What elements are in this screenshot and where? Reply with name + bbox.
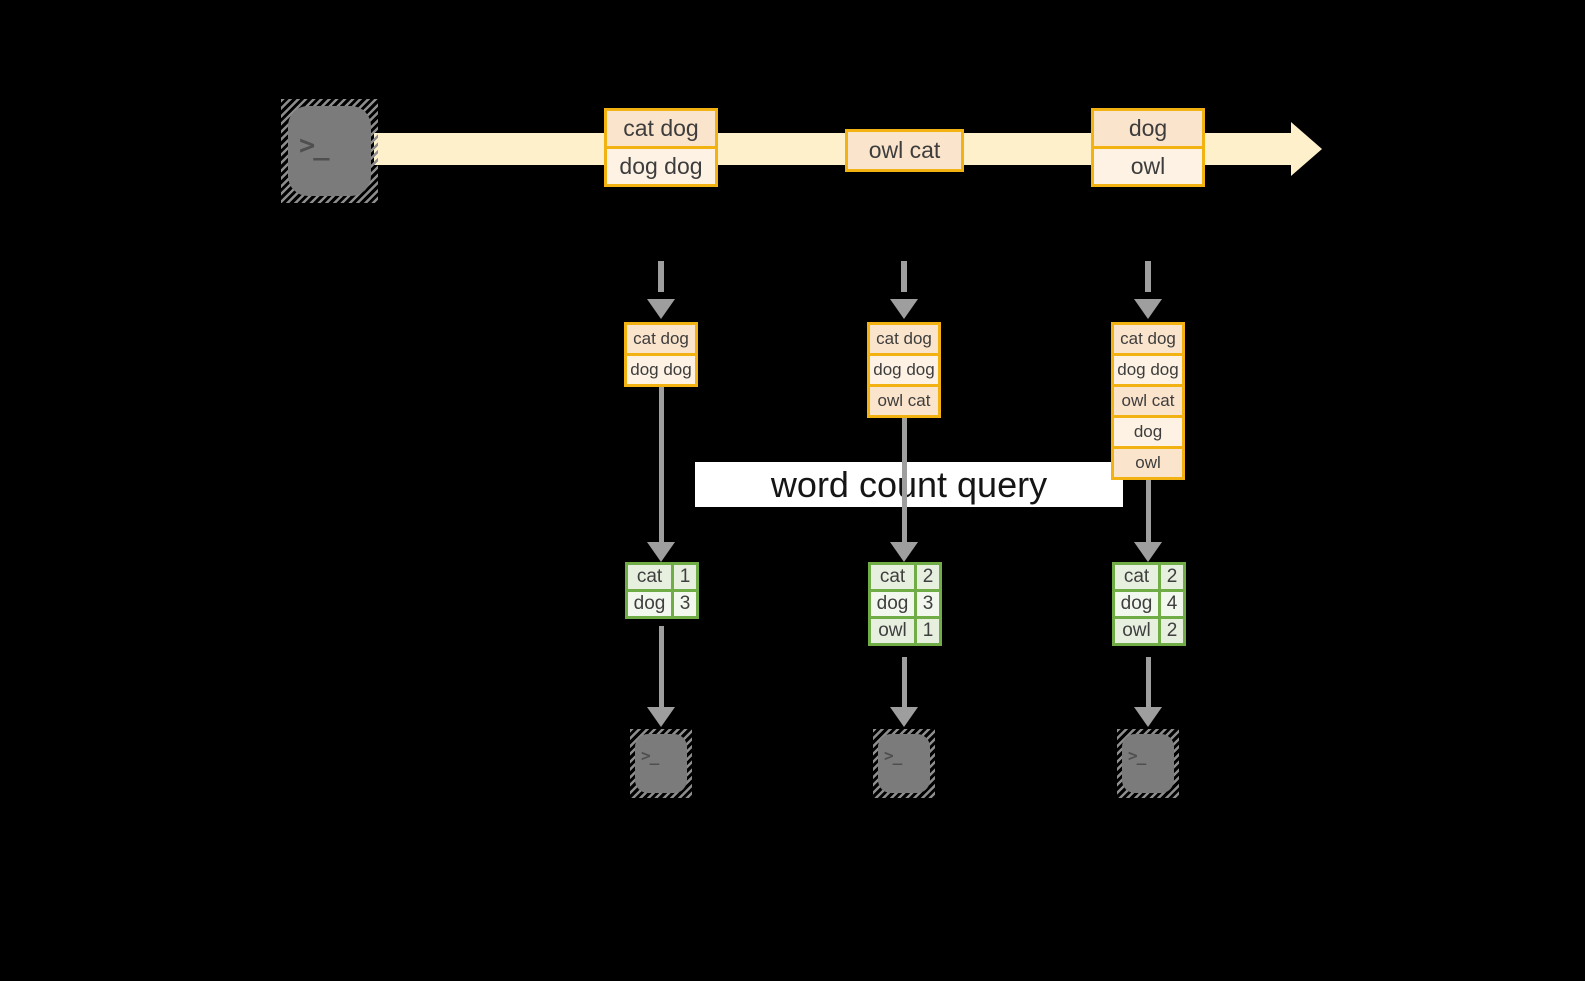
- terminal-prompt-glyph: >_: [299, 130, 329, 161]
- terminal-prompt-glyph: >_: [1128, 746, 1146, 765]
- word-cell: cat: [1112, 562, 1161, 592]
- table-row: dog 4: [1112, 589, 1186, 619]
- count-cell: 4: [1158, 589, 1186, 619]
- table-row: cat 2: [1112, 562, 1186, 592]
- terminal-prompt-glyph: >_: [884, 746, 902, 765]
- buffered-record: cat dog: [867, 322, 941, 356]
- stream-record: dog dog: [604, 146, 718, 187]
- buffered-record: cat dog: [624, 322, 698, 356]
- stream-arrow-head: [1291, 122, 1322, 176]
- buffered-record: owl: [1111, 446, 1185, 480]
- word-cell: dog: [868, 589, 917, 619]
- stream-record-group-3: dog owl: [1091, 108, 1205, 187]
- arrowhead-icon: [890, 299, 918, 319]
- stream-record: dog: [1091, 108, 1205, 149]
- stream-record: owl cat: [845, 129, 964, 172]
- buffered-record: dog dog: [624, 353, 698, 387]
- window-buffer-2: cat dog dog dog owl cat: [867, 322, 941, 418]
- count-cell: 1: [914, 616, 942, 646]
- arrowhead-icon: [1134, 299, 1162, 319]
- connector-line-3: [1146, 479, 1151, 544]
- buffered-record: cat dog: [1111, 322, 1185, 356]
- table-row: cat 1: [625, 562, 699, 592]
- terminal-prompt-glyph: >_: [641, 746, 659, 765]
- count-cell: 3: [914, 589, 942, 619]
- sink-terminal-icon-1: >_: [630, 729, 692, 798]
- connector-line-2: [902, 416, 907, 544]
- buffered-record: dog dog: [867, 353, 941, 387]
- connector-line-1: [659, 385, 664, 544]
- table-row: owl 2: [1112, 616, 1186, 646]
- word-cell: dog: [1112, 589, 1161, 619]
- window-buffer-3: cat dog dog dog owl cat dog owl: [1111, 322, 1185, 480]
- table-row: dog 3: [868, 589, 942, 619]
- count-cell: 3: [671, 589, 699, 619]
- connector-line-6: [1146, 657, 1151, 709]
- sink-terminal-icon-3: >_: [1117, 729, 1179, 798]
- arrowhead-icon: [647, 707, 675, 727]
- stream-record: cat dog: [604, 108, 718, 149]
- stream-record-group-1: cat dog dog dog: [604, 108, 718, 187]
- connector-line-4: [659, 626, 664, 709]
- terminal-icon-body: [878, 734, 930, 793]
- count-table-3: cat 2 dog 4 owl 2: [1112, 562, 1186, 646]
- word-cell: cat: [868, 562, 917, 592]
- arrowhead-icon: [890, 707, 918, 727]
- table-row: cat 2: [868, 562, 942, 592]
- count-cell: 2: [914, 562, 942, 592]
- arrowhead-icon: [890, 542, 918, 562]
- word-count-query-label: word count query: [695, 462, 1123, 507]
- terminal-icon-body: [288, 106, 371, 196]
- arrowhead-icon: [1134, 707, 1162, 727]
- word-cell: owl: [1112, 616, 1161, 646]
- query-label-text: word count query: [770, 463, 1048, 505]
- count-table-1: cat 1 dog 3: [625, 562, 699, 619]
- word-cell: owl: [868, 616, 917, 646]
- count-cell: 2: [1158, 562, 1186, 592]
- buffered-record: dog dog: [1111, 353, 1185, 387]
- dashed-connector-1: [658, 261, 664, 292]
- table-row: dog 3: [625, 589, 699, 619]
- stream-record: owl: [1091, 146, 1205, 187]
- count-table-2: cat 2 dog 3 owl 1: [868, 562, 942, 646]
- buffered-record: owl cat: [867, 384, 941, 418]
- terminal-icon-body: [635, 734, 687, 793]
- word-cell: cat: [625, 562, 674, 592]
- sink-terminal-icon-2: >_: [873, 729, 935, 798]
- window-buffer-1: cat dog dog dog: [624, 322, 698, 387]
- arrowhead-icon: [647, 542, 675, 562]
- word-cell: dog: [625, 589, 674, 619]
- table-row: owl 1: [868, 616, 942, 646]
- terminal-icon-body: [1122, 734, 1174, 793]
- buffered-record: owl cat: [1111, 384, 1185, 418]
- arrowhead-icon: [1134, 542, 1162, 562]
- count-cell: 1: [671, 562, 699, 592]
- arrowhead-icon: [647, 299, 675, 319]
- count-cell: 2: [1158, 616, 1186, 646]
- source-terminal-icon: >_: [281, 99, 378, 203]
- dashed-connector-3: [1145, 261, 1151, 292]
- dashed-connector-2: [901, 261, 907, 292]
- stream-record-group-2: owl cat: [845, 129, 964, 172]
- buffered-record: dog: [1111, 415, 1185, 449]
- connector-line-5: [902, 657, 907, 709]
